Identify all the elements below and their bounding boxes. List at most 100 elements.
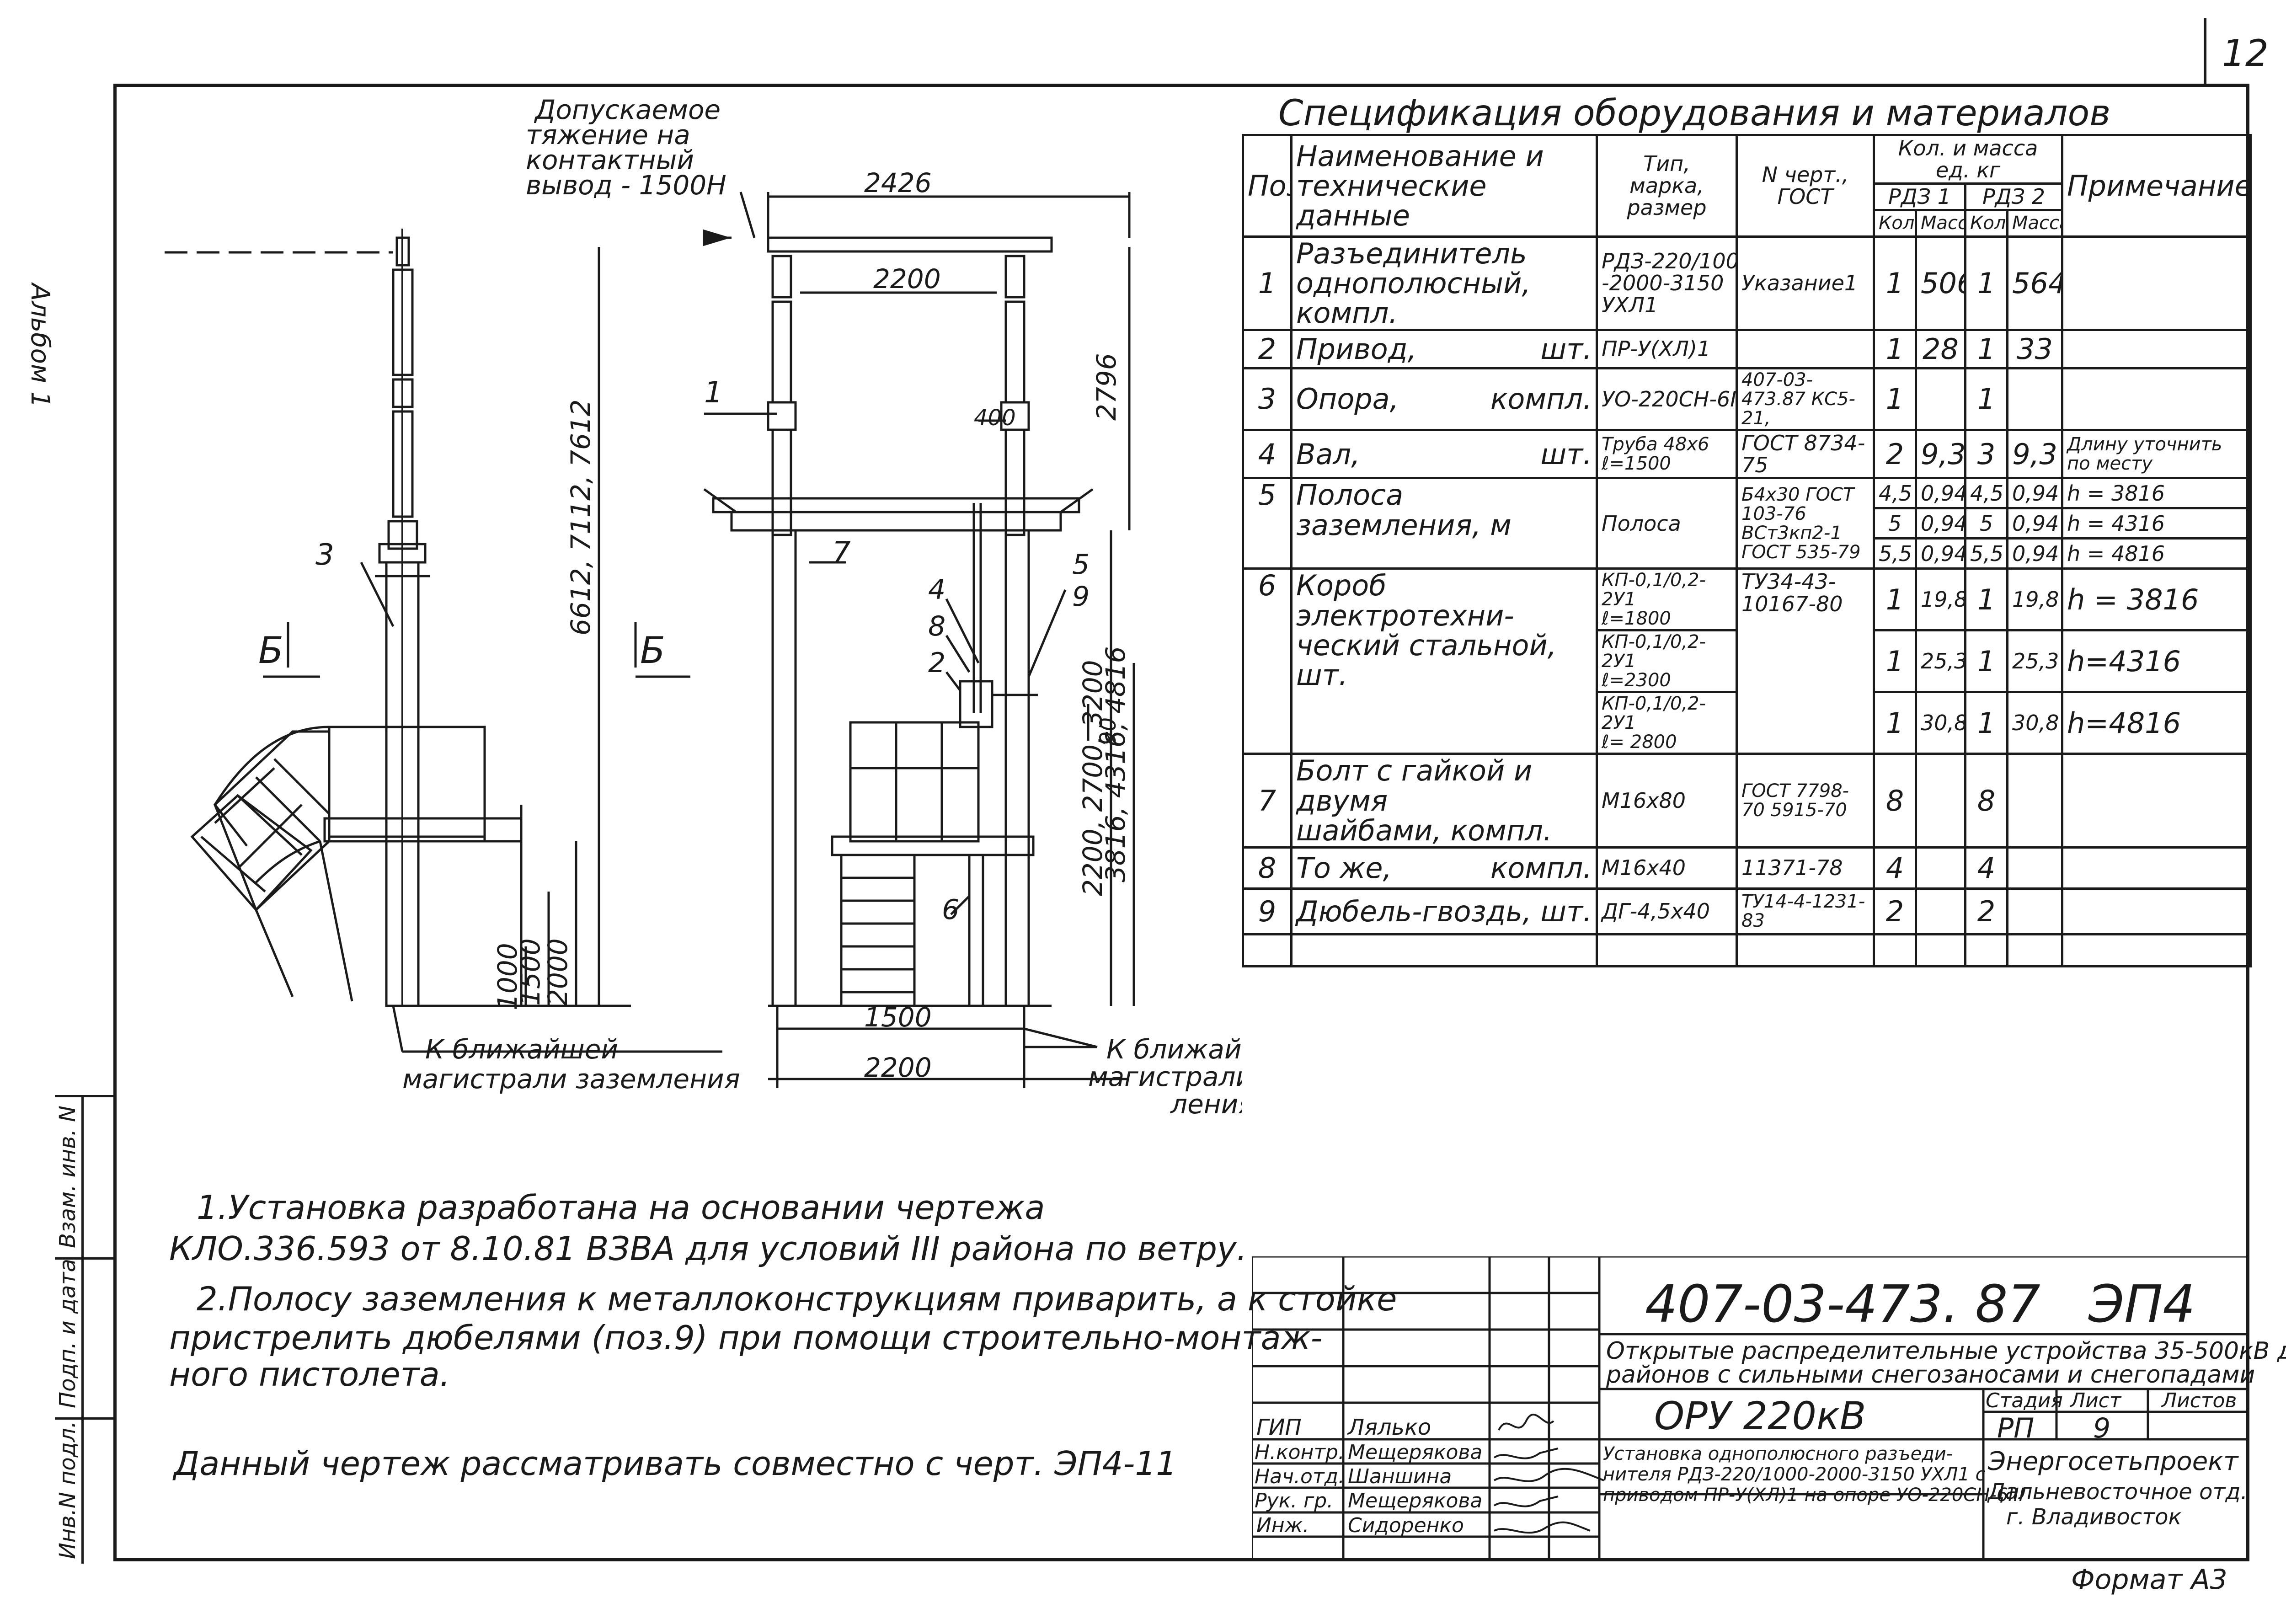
pos-2: 2	[928, 647, 945, 679]
hdr-kol-1: Кол.	[1873, 208, 1917, 238]
specification: Спецификация оборудования и материалов П…	[1242, 84, 2252, 967]
pos-3: 3	[315, 538, 334, 572]
dim-heights-total: 6612, 7112, 7612	[565, 399, 596, 636]
dim-heights-mid: 3816, 4316, 4816	[1100, 646, 1131, 882]
sheet-label: Лист	[2070, 1389, 2121, 1412]
force-note-4: вывод - 1500Н	[526, 170, 726, 201]
ground-right-3: ления	[1170, 1089, 1242, 1120]
dim-inner-width: 2200	[873, 263, 941, 294]
hdr-qty: Кол. и масса ед. кг	[1873, 134, 2063, 185]
description-line-2: нителя РДЗ-220/1000-2000-3150 УХЛ1 с	[1603, 1464, 1986, 1485]
hdr-rdz2: РДЗ 2	[1964, 182, 2063, 211]
hdr-massa-2: Масса	[2006, 208, 2063, 238]
table-row: 6 Короб электротехни-ческий стальной, шт…	[1242, 567, 2252, 755]
force-note-3: контактный	[526, 144, 694, 176]
hdr-pos: Поз.	[1242, 134, 1293, 238]
note-3: Данный чертеж рассматривать совместно с …	[174, 1444, 1177, 1483]
pos-4: 4	[928, 574, 945, 606]
page-number: 12	[2222, 32, 2269, 75]
sig-role-2: Н.контр.	[1255, 1441, 1345, 1464]
signature-scribbles	[1493, 1413, 1604, 1534]
dim-1000: 1000	[492, 943, 523, 1010]
title-block-grid	[1252, 1256, 2249, 1561]
org-line-1: Энергосетьпроект	[1988, 1447, 2238, 1476]
hdr-rdz1: РДЗ 1	[1873, 182, 1966, 211]
dim-base-2200: 2200	[864, 1052, 932, 1083]
sig-name-3: Шаншина	[1348, 1465, 1452, 1488]
sig-role-1: ГИП	[1256, 1415, 1302, 1440]
dim-400: 400	[974, 405, 1016, 431]
pos-8: 8	[928, 610, 945, 642]
ground-right-1: К ближайшей	[1106, 1034, 1242, 1065]
side-sign-date: Подп. и дата	[55, 1259, 80, 1408]
note-1-line-1: 1.Установка разработана на основании чер…	[197, 1188, 1045, 1227]
note-2-line-3: ного пистолета.	[169, 1355, 450, 1394]
sheets-label: Листов	[2162, 1389, 2237, 1412]
hdr-note: Примечание	[2061, 134, 2252, 238]
dim-base-1500: 1500	[864, 1002, 932, 1033]
note-2-line-2: пристрелить дюбелями (поз.9) при помощи …	[169, 1319, 1323, 1357]
project-line-1: Открытые распределительные устройства 35…	[1606, 1337, 2286, 1365]
pos-5: 5	[1072, 549, 1090, 581]
dim-heights-low: 2200, 2700, 3200	[1077, 660, 1108, 896]
side-stamp: Инв.N подл. Подп. и дата Взам. инв. N	[55, 1095, 114, 1564]
stage-label: Стадия	[1986, 1389, 2063, 1412]
hdr-ref: N черт.,ГОСТ	[1736, 134, 1875, 238]
table-row: 8 То же,компл. М16х40 11371-78 4 4	[1242, 846, 2252, 890]
sig-role-5: Инж.	[1256, 1514, 1309, 1537]
hdr-type: Тип,марка,размер	[1596, 134, 1738, 238]
org-line-2: Дальневосточное отд.	[1988, 1479, 2248, 1505]
ground-left-1: К ближайшей	[425, 1034, 618, 1065]
installation-drawing: Допускаемое тяжение на контактный вывод …	[165, 94, 1242, 1120]
format-label: Формат А3	[2071, 1564, 2227, 1596]
pos-9: 9	[1072, 581, 1090, 613]
sheet-code: ЭП4	[2088, 1275, 2195, 1334]
dim-1500: 1500	[515, 938, 546, 1006]
note-2-line-1: 2.Полосу заземления к металлоконструкция…	[197, 1280, 1397, 1318]
hdr-massa-1: Масса	[1915, 208, 1966, 238]
sig-name-1: Лялько	[1348, 1415, 1431, 1440]
pos-7: 7	[832, 536, 851, 570]
signature-block: ГИП Лялько Н.контр. Мещерякова Нач.отд. …	[1252, 1256, 1608, 1561]
hdr-kol-2: Кол.	[1964, 208, 2008, 238]
description-line-3: приводом ПР-У(ХЛ)1 на опоре УО-220СН-6II…	[1603, 1485, 2024, 1506]
front-view	[703, 192, 1135, 1088]
dim-90: 90	[1095, 717, 1121, 745]
table-row: 3 Опора,компл. УО-220СН-6III 407-03-473.…	[1242, 367, 2252, 431]
force-note-1: Допускаемое	[534, 94, 721, 125]
section-mark-left: Б	[258, 629, 283, 672]
object-title: ОРУ 220кВ	[1654, 1394, 1866, 1438]
stage-value: РП	[1997, 1412, 2035, 1444]
side-inv: Инв.N подл.	[55, 1421, 80, 1559]
page-number-bar	[2204, 18, 2206, 85]
dim-2796: 2796	[1091, 353, 1122, 421]
force-note-2: тяжение на	[526, 119, 690, 150]
sig-name-5: Сидоренко	[1348, 1514, 1464, 1537]
ground-left-2: магистрали заземления	[402, 1063, 740, 1095]
table-row: 9 Дюбель-гвоздь, шт. ДГ-4,5х40 ТУ14-4-12…	[1242, 887, 2252, 935]
pos-1: 1	[704, 376, 723, 410]
sig-name-4: Мещерякова	[1348, 1489, 1483, 1512]
description-line-1: Установка однополюсного разъеди-	[1603, 1443, 1953, 1464]
ground-right-2: магистрали заземл-	[1088, 1061, 1242, 1092]
pos-6: 6	[942, 894, 959, 926]
side-view	[165, 192, 756, 1053]
sig-name-2: Мещерякова	[1348, 1441, 1483, 1464]
note-1-line-2: КЛО.336.593 от 8.10.81 ВЗВА для условий …	[169, 1229, 1247, 1268]
org-line-3: г. Владивосток	[2006, 1504, 2182, 1530]
sig-role-3: Нач.отд.	[1255, 1465, 1345, 1488]
sig-role-4: Рук. гр.	[1255, 1489, 1334, 1512]
dim-top-width: 2426	[864, 167, 932, 198]
project-line-2: районов с сильными снегозаносами и снего…	[1606, 1361, 2255, 1389]
spec-title: Спецификация оборудования и материалов	[1278, 93, 2111, 134]
section-mark-right: Б	[640, 629, 665, 672]
table-row: 5 Полоса заземления, м Полоса Б4х30 ГОСТ…	[1242, 477, 2252, 570]
title-block: 407-03-473. 87 ЭП4 Открытые распределите…	[1252, 1256, 2286, 1561]
dim-2000: 2000	[542, 938, 573, 1006]
